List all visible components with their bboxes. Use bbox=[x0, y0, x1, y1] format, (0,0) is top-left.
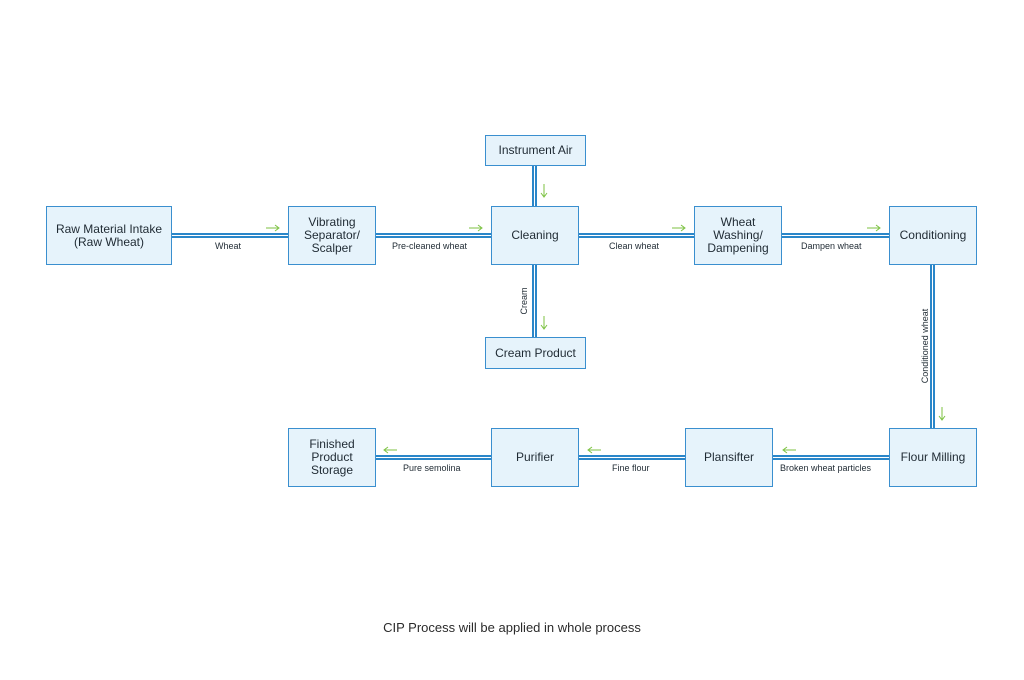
flow-label-clean-wheat: Clean wheat bbox=[609, 241, 660, 251]
pipe-air-to-cleaning bbox=[532, 165, 537, 207]
node-purifier: Purifier bbox=[491, 428, 579, 487]
arrow-right-icon bbox=[672, 224, 688, 232]
pipe-conditioning-to-milling bbox=[930, 264, 935, 429]
node-label: Purifier bbox=[515, 450, 554, 464]
node-label: Plansifter bbox=[703, 450, 755, 464]
node-label: Instrument Air bbox=[498, 143, 573, 157]
node-label: Raw Material Intake (Raw Wheat) bbox=[55, 221, 163, 249]
arrow-left-icon bbox=[381, 446, 397, 454]
pipe-washing-to-conditioning bbox=[781, 233, 890, 238]
node-cream-product: Cream Product bbox=[485, 337, 586, 369]
flow-label-wheat: Wheat bbox=[215, 241, 242, 251]
pipe-cleaning-to-washing bbox=[578, 233, 694, 238]
node-conditioning: Conditioning bbox=[889, 206, 977, 265]
pipe-plansifter-to-purifier bbox=[578, 455, 686, 460]
node-plansifter: Plansifter bbox=[685, 428, 773, 487]
flow-label-cream: Cream bbox=[519, 287, 529, 315]
node-label: Vibrating Separator/ Scalper bbox=[303, 215, 361, 255]
footer-note: CIP Process will be applied in whole pro… bbox=[383, 620, 641, 635]
node-vibrating-separator: Vibrating Separator/ Scalper bbox=[288, 206, 376, 265]
pipe-milling-to-plansifter bbox=[772, 455, 890, 460]
flow-label-pre-cleaned-wheat: Pre-cleaned wheat bbox=[392, 241, 468, 251]
pipe-cleaning-to-cream bbox=[532, 264, 537, 338]
pipe-vibrating-to-cleaning bbox=[375, 233, 492, 238]
flow-label-fine-flour: Fine flour bbox=[612, 463, 650, 473]
node-cleaning: Cleaning bbox=[491, 206, 579, 265]
flow-label-conditioned-wheat: Conditioned wheat bbox=[920, 308, 930, 384]
node-flour-milling: Flour Milling bbox=[889, 428, 977, 487]
node-wheat-washing: Wheat Washing/ Dampening bbox=[694, 206, 782, 265]
flow-label-pure-semolina: Pure semolina bbox=[403, 463, 461, 473]
flow-label-dampen-wheat: Dampen wheat bbox=[801, 241, 862, 251]
flow-label-broken-wheat-particles: Broken wheat particles bbox=[780, 463, 872, 473]
pipe-purifier-to-storage bbox=[375, 455, 492, 460]
arrow-right-icon bbox=[266, 224, 282, 232]
node-label: Cream Product bbox=[495, 345, 576, 360]
node-label: Conditioning bbox=[899, 228, 967, 242]
arrow-left-icon bbox=[585, 446, 601, 454]
node-label: Flour Milling bbox=[900, 450, 966, 464]
arrow-down-icon bbox=[540, 184, 548, 200]
node-raw-material-intake: Raw Material Intake (Raw Wheat) bbox=[46, 206, 172, 265]
arrow-right-icon bbox=[867, 224, 883, 232]
arrow-down-icon bbox=[938, 407, 946, 423]
node-label: Finished Product Storage bbox=[309, 437, 355, 477]
pipe-raw-to-vibrating bbox=[171, 233, 288, 238]
arrow-right-icon bbox=[469, 224, 485, 232]
node-label: Wheat Washing/ Dampening bbox=[707, 215, 769, 255]
arrow-left-icon bbox=[780, 446, 796, 454]
arrow-down-icon bbox=[540, 316, 548, 332]
node-label: Cleaning bbox=[511, 228, 559, 242]
node-instrument-air: Instrument Air bbox=[485, 135, 586, 166]
node-finished-product-storage: Finished Product Storage bbox=[288, 428, 376, 487]
